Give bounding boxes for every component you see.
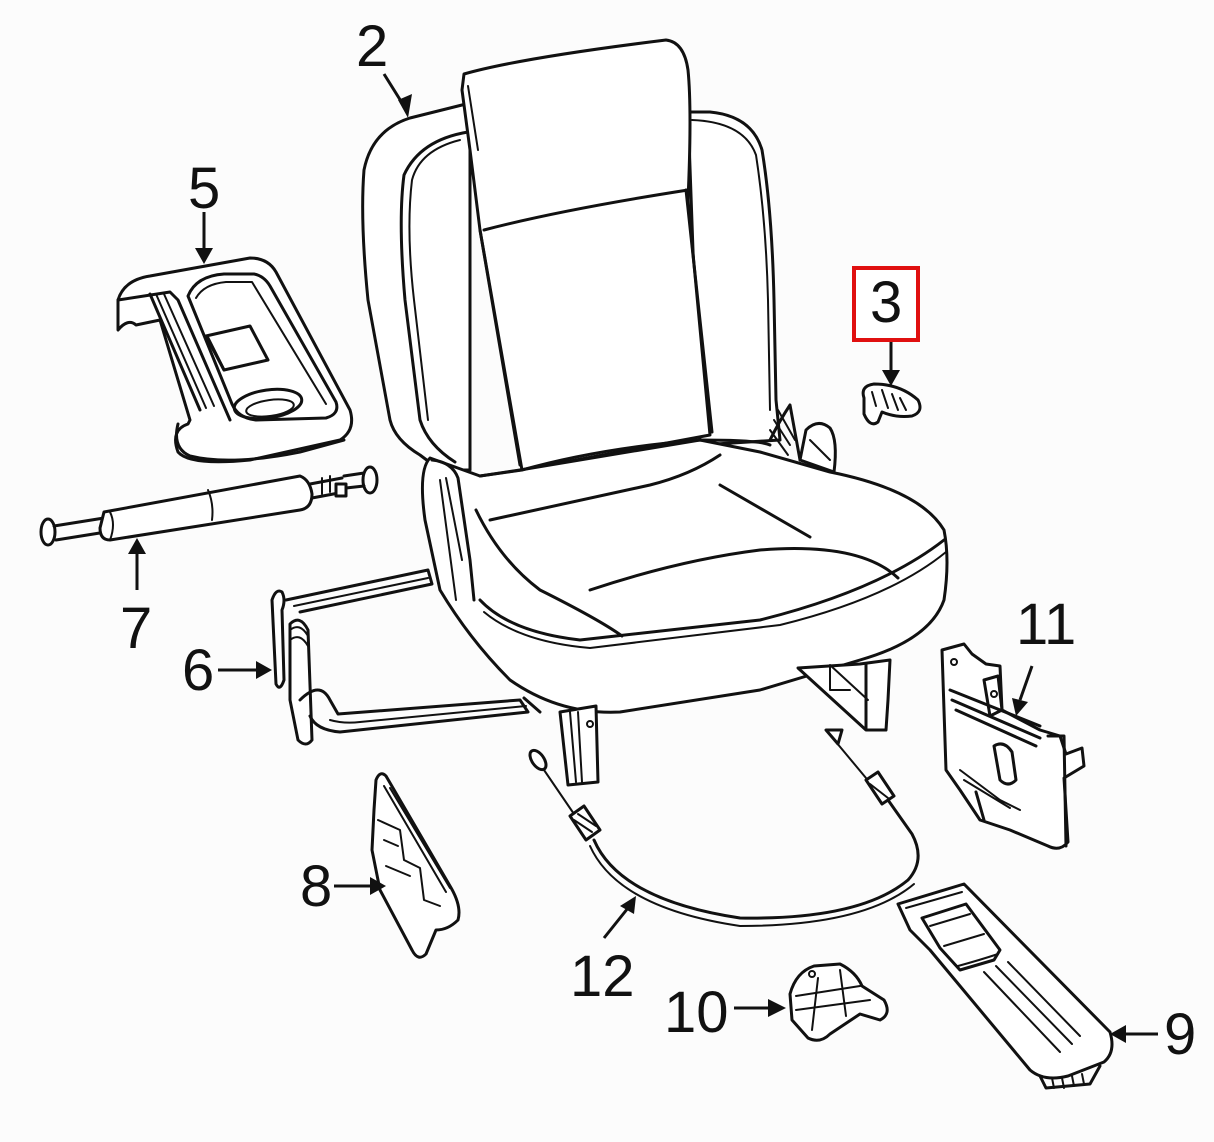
part-7-gas-strut[interactable] (39, 465, 379, 547)
part-9-release-bezel[interactable] (896, 882, 1114, 1090)
part-10-cable-bracket[interactable] (788, 962, 889, 1042)
seat-assembly[interactable] (361, 38, 949, 787)
part-11-latch-bracket[interactable] (940, 642, 1086, 850)
callout-5[interactable]: 5 (188, 156, 221, 221)
callout-11[interactable]: 11 (1016, 592, 1077, 657)
part-5-cup-holder-tray[interactable] (116, 256, 354, 464)
part-3-recliner-handle-cover[interactable] (861, 382, 922, 426)
callout-10[interactable]: 10 (664, 980, 729, 1045)
callout-7[interactable]: 7 (120, 596, 153, 661)
callout-12[interactable]: 12 (570, 944, 635, 1009)
leader-arrows (128, 73, 1158, 1043)
part-6-latch-frame[interactable] (270, 568, 542, 746)
part-12-release-cable[interactable] (527, 728, 920, 927)
part-8-latch-cover[interactable] (370, 772, 461, 959)
callout-9[interactable]: 9 (1164, 1002, 1197, 1067)
callout-8[interactable]: 8 (300, 854, 333, 919)
callout-2[interactable]: 2 (356, 14, 389, 79)
callout-3-selected[interactable]: 3 (852, 266, 921, 342)
callout-6[interactable]: 6 (182, 638, 215, 703)
